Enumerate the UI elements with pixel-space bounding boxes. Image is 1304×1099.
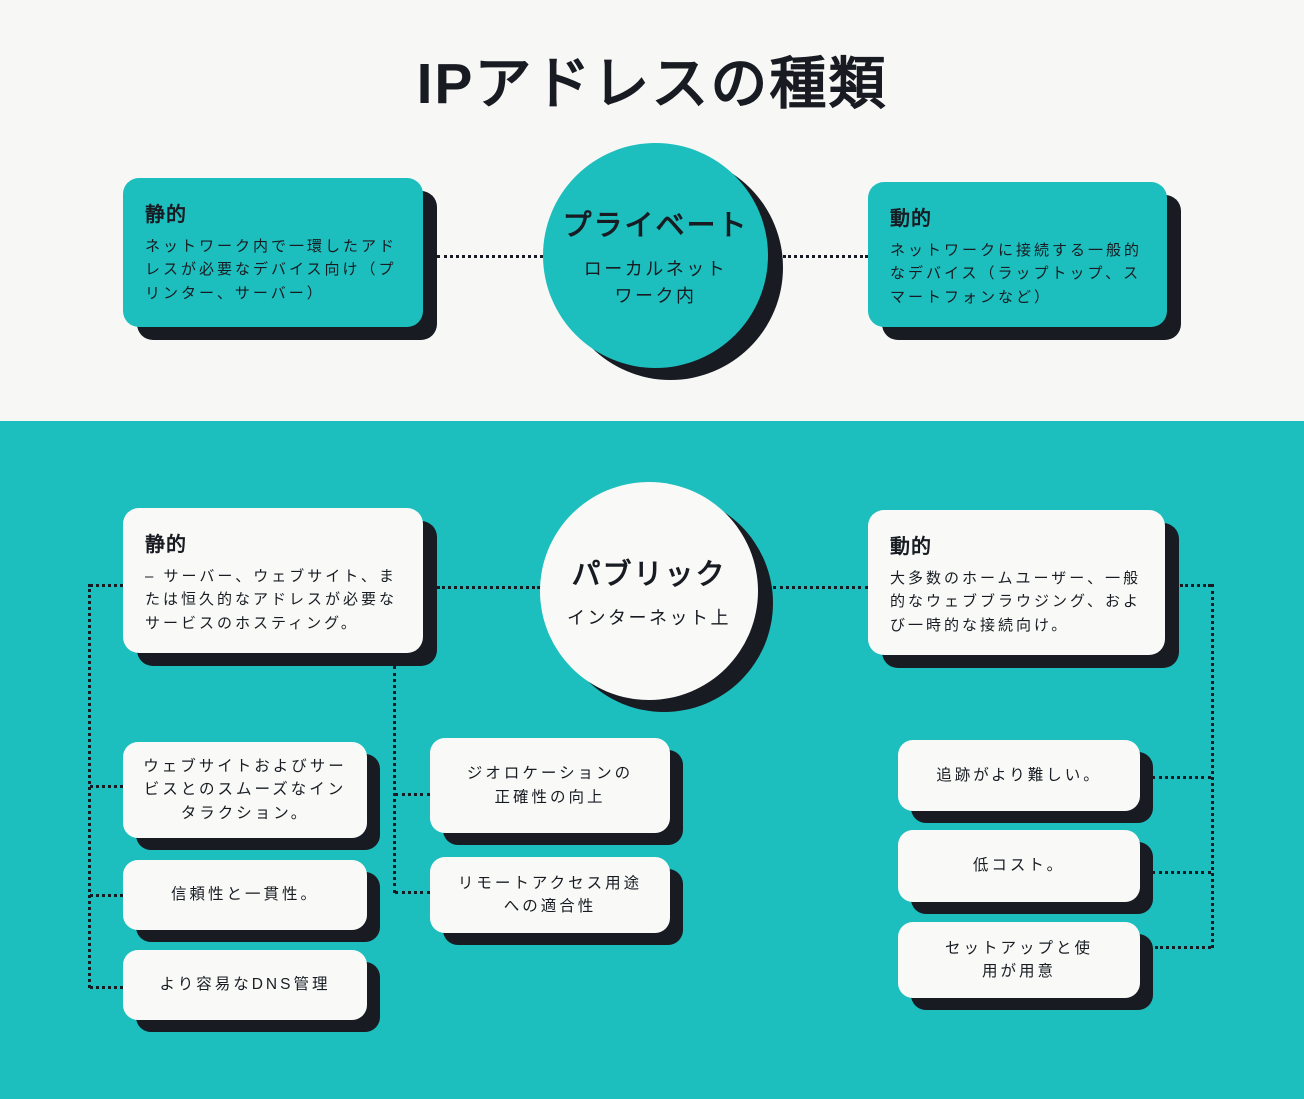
dotted-connector [437,586,540,589]
dotted-connector [88,584,91,988]
private-static-title: 静的 [145,204,187,226]
public-hub-subtitle: インターネット上 [567,607,731,628]
public-hub-title: パブリック [571,558,727,591]
dotted-connector [437,255,543,258]
dotted-connector [90,584,123,587]
private-dynamic-title: 動的 [890,208,932,230]
public-dynamic-body: 大多数のホームユーザー、一般的なウェブブラウジング、および一時的な接続向け。 [890,570,1142,634]
private-static-card: 静的 ネットワーク内で一環したアドレスが必要なデバイス向け（プリンター、サーバー… [123,178,423,327]
middle-benefit-pill: ジオロケーションの 正確性の向上 [430,738,670,833]
dotted-connector [1211,584,1214,948]
public-dynamic-title: 動的 [890,536,932,558]
dotted-connector [773,586,868,589]
static-benefit-pill: 信頼性と一貫性。 [123,860,367,930]
dotted-connector [90,785,123,788]
public-static-body: – サーバー、ウェブサイト、または恒久的なアドレスが必要なサービスのホスティング… [145,568,398,632]
public-hub-circle: パブリック インターネット上 [540,482,758,700]
dotted-connector [1180,584,1211,587]
dotted-connector [1152,871,1211,874]
dotted-connector [393,666,396,893]
dotted-connector [395,793,430,796]
private-hub-circle: プライベート ローカルネット ワーク内 [543,143,768,368]
dotted-connector [395,891,430,894]
private-dynamic-card: 動的 ネットワークに接続する一般的なデバイス（ラップトップ、スマートフォンなど） [868,182,1167,327]
dotted-connector [1152,776,1211,779]
public-static-card: 静的 – サーバー、ウェブサイト、または恒久的なアドレスが必要なサービスのホステ… [123,508,423,653]
dynamic-benefit-pill: 追跡がより難しい。 [898,740,1140,811]
private-static-body: ネットワーク内で一環したアドレスが必要なデバイス向け（プリンター、サーバー） [145,238,398,302]
dotted-connector [783,255,868,258]
dotted-connector [1155,946,1211,949]
public-static-title: 静的 [145,534,187,556]
static-benefit-pill: より容易なDNS管理 [123,950,367,1020]
private-hub-title: プライベート [562,209,749,242]
dynamic-benefit-pill: セットアップと使 用が用意 [898,922,1140,998]
page-title: IPアドレスの種類 [416,52,888,116]
dotted-connector [90,894,123,897]
private-dynamic-body: ネットワークに接続する一般的なデバイス（ラップトップ、スマートフォンなど） [890,242,1143,306]
dynamic-benefit-pill: 低コスト。 [898,830,1140,902]
middle-benefit-pill: リモートアクセス用途 への適合性 [430,857,670,933]
static-benefit-pill: ウェブサイトおよびサービスとのスムーズなインタラクション。 [123,742,367,838]
dotted-connector [90,986,123,989]
public-dynamic-card: 動的 大多数のホームユーザー、一般的なウェブブラウジング、および一時的な接続向け… [868,510,1165,655]
private-hub-subtitle: ローカルネット ワーク内 [583,258,728,306]
